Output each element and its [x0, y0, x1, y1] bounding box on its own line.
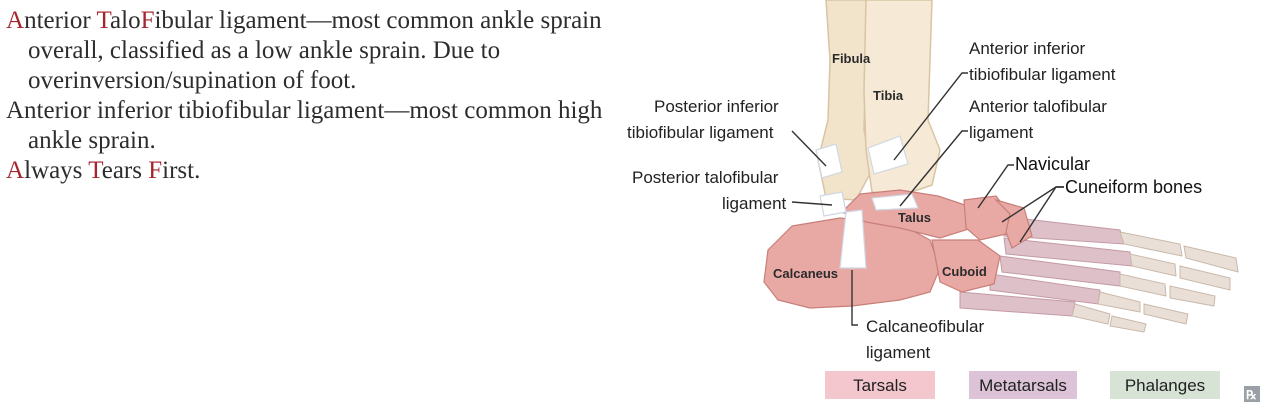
pitfl-label-line2: tibiofibular ligament: [627, 123, 774, 142]
cfl-label-line1: Calcaneofibular: [866, 317, 984, 336]
fibula-label: Fibula: [832, 51, 871, 66]
rx-icon: ℞: [1244, 386, 1260, 402]
cuneiform-label: Cuneiform bones: [1065, 177, 1202, 197]
ptfl-label-line1: Posterior talofibular: [632, 168, 779, 187]
calcaneus-label: Calcaneus: [773, 266, 838, 281]
legend-phalanges-swatch: [1110, 371, 1220, 399]
tibia-label: Tibia: [873, 88, 904, 103]
cfl-ligament: [839, 209, 867, 269]
talus-label: Talus: [898, 210, 931, 225]
ankle-ligament-diagram: Fibula Tibia Talus Calcaneus Cuboid Ante…: [627, 0, 1260, 402]
atfl-label-line2: ligament: [969, 123, 1034, 142]
pitfl-ligament: [815, 143, 843, 179]
legend-tarsals-label: Tarsals: [853, 376, 907, 395]
svg-text:℞: ℞: [1246, 388, 1257, 402]
ligaments: [815, 135, 919, 269]
pitfl-label-line1: Posterior inferior: [654, 97, 779, 116]
mnemonic-paragraph: Always Tears First.: [6, 157, 201, 184]
atfl-paragraph: Anterior TaloFibular ligament—most commo…: [6, 7, 602, 94]
aitfl-label-line1: Anterior inferior: [969, 39, 1086, 58]
aitfl-ligament: [867, 135, 909, 175]
navicular-label: Navicular: [1015, 154, 1090, 174]
mnemonic-text: Anterior TaloFibular ligament—most commo…: [6, 6, 621, 186]
cuboid-bone: [931, 239, 1001, 293]
aitfl-label-line2: tibiofibular ligament: [969, 65, 1116, 84]
atfl-label-line1: Anterior talofibular: [969, 97, 1107, 116]
navicular-bone: [963, 195, 1011, 241]
legend-metatarsals-label: Metatarsals: [979, 376, 1067, 395]
legend-tarsals-swatch: [825, 371, 935, 399]
legend: Tarsals Metatarsals Phalanges: [825, 371, 1220, 399]
phalanges: [1071, 231, 1239, 333]
legend-metatarsals-swatch: [969, 371, 1077, 399]
aitfl-paragraph: Anterior inferior tibiofibular ligament—…: [6, 97, 603, 154]
leader-lines: [791, 72, 1064, 326]
cuboid-label: Cuboid: [942, 264, 987, 279]
cfl-label-line2: ligament: [866, 343, 931, 362]
legend-phalanges-label: Phalanges: [1125, 376, 1205, 395]
ptfl-label-line2: ligament: [722, 194, 787, 213]
